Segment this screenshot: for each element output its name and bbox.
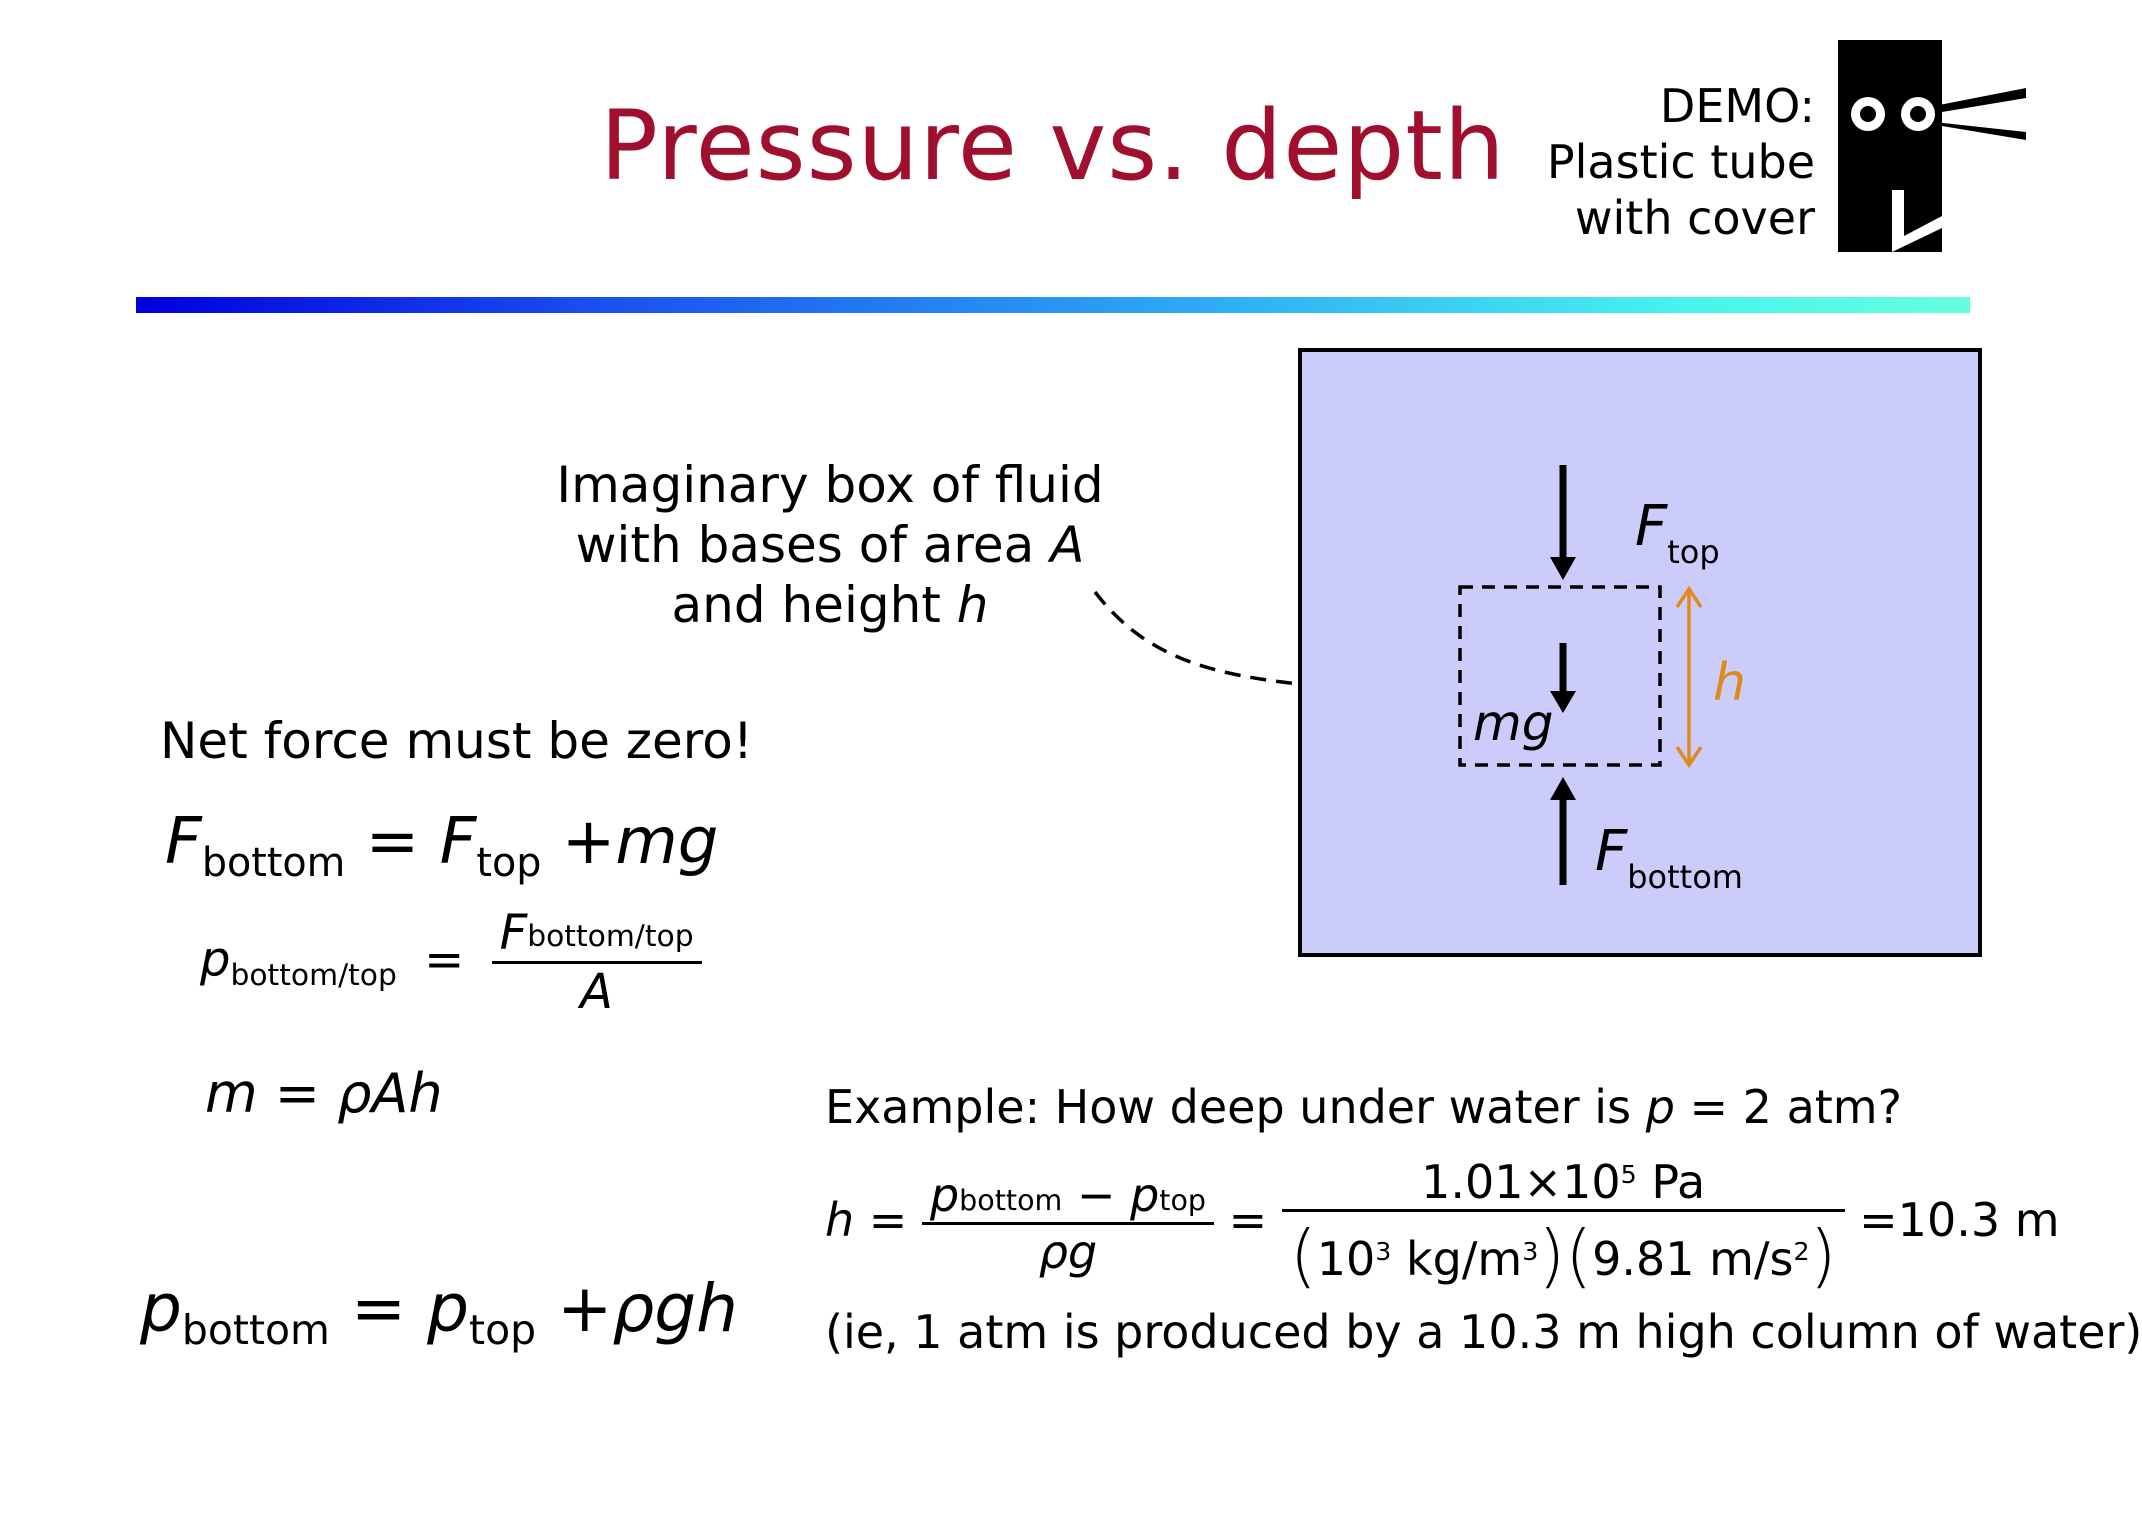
force-top-arrow-icon (1550, 465, 1576, 580)
calc-p2-sub: top (1159, 1183, 1207, 1217)
force-top-label: Ftop (1635, 494, 1720, 571)
height-marker-icon (1675, 585, 1703, 769)
eq2-equals: = (424, 931, 465, 988)
caption-line-2: with bases of area A (540, 515, 1120, 575)
calc-frac2-numerator: 1.01×105 Pa (1281, 1155, 1845, 1212)
caption-line-3-text: and height (671, 576, 957, 634)
calc-num2-exponent: 5 (1620, 1159, 1637, 1189)
calc-result: 10.3 m (1897, 1193, 2060, 1247)
depth-calculation: h = pbottom − ptop ρg = 1.01×105 Pa (103… (825, 1155, 2060, 1297)
eq1-equals: = (365, 805, 420, 879)
calc-p1-var: p (929, 1168, 960, 1222)
calc-den2-a-unit-exp: 3 (1522, 1236, 1539, 1266)
pressure-depth-equation: pbottom = ptop +ρgh (140, 1270, 739, 1354)
calc-frac1-numerator: pbottom − ptop (921, 1168, 1215, 1225)
eq2-fraction: Fbottom/top A (491, 905, 702, 1020)
eq2-numerator: Fbottom/top (491, 905, 702, 964)
calc-fraction-1: pbottom − ptop ρg (921, 1168, 1215, 1279)
calc-den2-a-exp: 3 (1375, 1236, 1392, 1266)
eyes-scissors-logo-icon (1838, 40, 2026, 252)
demo-line-1: DEMO: (1659, 79, 1815, 133)
mass-equation: m = ρAh (205, 1062, 443, 1125)
eq4-equals: = (350, 1270, 407, 1347)
title-divider (136, 297, 1970, 313)
eq3-rhs: ρAh (337, 1062, 443, 1125)
calc-den2-a: 10 (1316, 1232, 1376, 1286)
calc-equals-1: = (868, 1193, 908, 1247)
calc-num2-mantissa: 1.01×10 (1421, 1155, 1621, 1209)
eq2-denominator: A (580, 964, 613, 1020)
caption-line-2-text: with bases of area (575, 516, 1051, 574)
eq2-num-sub: bottom/top (527, 919, 694, 955)
calc-den2-b-exp: 2 (1793, 1236, 1810, 1266)
demo-line-2: Plastic tube (1546, 135, 1815, 189)
eq1-plus: + (561, 805, 616, 879)
caption-var-a: A (1050, 516, 1085, 574)
calc-p1-sub: bottom (959, 1183, 1063, 1217)
eq1-term2: mg (615, 805, 719, 879)
calc-den2-a-unit: kg/m (1391, 1232, 1523, 1286)
weight-arrow-icon (1550, 643, 1576, 713)
force-bottom-label: Fbottom (1595, 819, 1743, 896)
eq1-term1-var: F (439, 805, 477, 879)
calc-frac1-denominator: ρg (1038, 1225, 1098, 1279)
eq2-lhs-var: p (200, 931, 231, 988)
calc-p2-var: p (1130, 1168, 1160, 1222)
weight-label: mg (1473, 694, 1553, 752)
eq1-lhs-sub: bottom (201, 839, 346, 886)
pressure-definition-equation: pbottom/top = Fbottom/top A (200, 905, 702, 1020)
eq1-lhs-var: F (165, 805, 202, 879)
eq4-term2: ρgh (612, 1270, 739, 1347)
eq4-lhs-var: p (140, 1270, 182, 1347)
slide-title: Pressure vs. depth (600, 90, 1506, 202)
eq4-lhs-sub: bottom (181, 1306, 330, 1355)
net-force-statement: Net force must be zero! (160, 712, 753, 770)
calc-equals-2: = (1228, 1193, 1268, 1247)
eq4-term1-var: p (427, 1270, 470, 1347)
fluid-box-diagram: Ftop mg h Fbottom (1298, 348, 1982, 957)
eq2-lhs-sub: bottom/top (230, 958, 397, 994)
example-note: (ie, 1 atm is produced by a 10.3 m high … (825, 1305, 2142, 1359)
eq3-equals: = (274, 1062, 321, 1125)
example-question-rest: = 2 atm? (1674, 1080, 1903, 1134)
calc-frac2-denominator: (103 kg/m3)(9.81 m/s2) (1289, 1216, 1837, 1297)
caption-var-h: h (956, 576, 989, 634)
caption-line-1: Imaginary box of fluid (556, 456, 1104, 514)
eq4-plus: + (557, 1270, 613, 1347)
imaginary-box (1458, 585, 1662, 767)
height-label: h (1713, 653, 1746, 713)
eq4-term1-sub: top (469, 1306, 537, 1355)
force-balance-equation: Fbottom = Ftop +mg (165, 805, 719, 886)
calc-fraction-2: 1.01×105 Pa (103 kg/m3)(9.81 m/s2) (1281, 1155, 1845, 1297)
example-question-var: p (1645, 1080, 1675, 1134)
calc-num2-unit: Pa (1636, 1155, 1706, 1209)
demo-note: DEMO: Plastic tube with cover (1525, 78, 1815, 246)
calc-minus: − (1076, 1168, 1116, 1222)
calc-lhs: h (825, 1193, 855, 1247)
caption-line-3: and height h (540, 575, 1120, 635)
demo-line-3: with cover (1574, 191, 1815, 245)
fluid-region (1298, 348, 1982, 957)
eq1-term1-sub: top (476, 839, 542, 886)
eq2-num-var: F (499, 905, 528, 961)
eq3-lhs: m (205, 1062, 258, 1125)
force-bottom-arrow-icon (1550, 777, 1576, 885)
imaginary-box-caption: Imaginary box of fluid with bases of are… (540, 455, 1120, 635)
example-question-text: Example: How deep under water is (825, 1080, 1646, 1134)
example-question: Example: How deep under water is p = 2 a… (825, 1080, 1902, 1134)
calc-equals-3: = (1859, 1193, 1898, 1247)
calc-den2-b: 9.81 m/s (1592, 1232, 1794, 1286)
